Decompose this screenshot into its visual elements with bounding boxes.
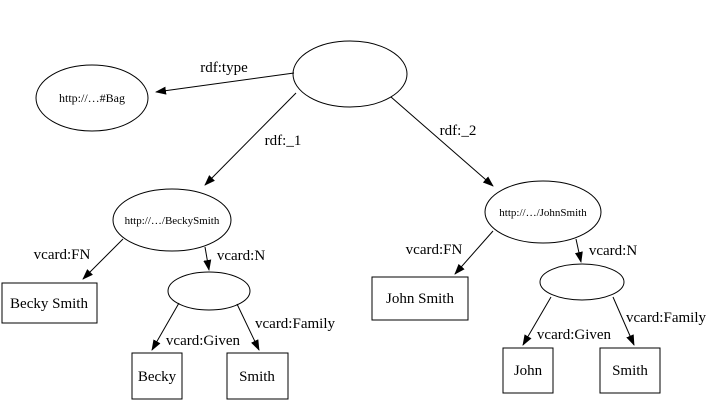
bag-node: [35, 64, 149, 132]
edge-john-vcard-n: [574, 238, 583, 263]
edge-label-john-vcard-given: vcard:Given: [537, 327, 612, 343]
literal-john-given-box: [502, 347, 554, 394]
edge-label-john-vcard-n: vcard:N: [589, 243, 637, 259]
becky-name-blank-node: [167, 271, 251, 311]
literal-becky-family-label: Smith: [239, 369, 275, 385]
edge-label-becky-vcard-family: vcard:Family: [255, 316, 335, 332]
becky-resource-node: [112, 188, 232, 252]
literal-becky-given-box: [131, 352, 183, 400]
literal-becky-given-label: Becky: [138, 369, 177, 385]
edge-label-rdf-2: rdf:_2: [440, 123, 477, 139]
john-resource-node: [484, 180, 602, 244]
edge-label-becky-vcard-fn: vcard:FN: [34, 247, 91, 263]
literal-becky-fn-box: [1, 282, 98, 324]
edge-john-vcard-fn: [454, 230, 494, 275]
literal-becky-family-box: [226, 352, 289, 400]
literal-becky-fn-label: Becky Smith: [10, 296, 88, 312]
edge-john-vcard-given: [522, 296, 552, 346]
edge-label-john-vcard-fn: vcard:FN: [406, 242, 463, 258]
becky-resource-label: http://…/BeckySmith: [125, 215, 220, 227]
edge-john-vcard-family: [612, 296, 635, 346]
edge-rdf-type: [155, 72, 295, 95]
literal-john-given-label: John: [514, 363, 543, 379]
edge-rdf-2: [390, 96, 494, 187]
edge-label-john-vcard-family: vcard:Family: [626, 310, 706, 326]
edge-label-rdf-type: rdf:type: [200, 60, 248, 76]
literal-john-family-box: [599, 347, 661, 394]
literal-john-family-label: Smith: [612, 363, 648, 379]
edge-label-becky-vcard-given: vcard:Given: [166, 333, 241, 349]
edge-becky-vcard-n: [203, 246, 212, 271]
john-resource-label: http://…/JohnSmith: [499, 207, 587, 219]
edge-becky-vcard-family: [236, 303, 260, 351]
john-name-blank-node: [539, 263, 625, 301]
literal-john-fn-box: [371, 276, 469, 321]
root-blank-node: [292, 40, 408, 108]
edge-becky-vcard-given: [151, 302, 180, 351]
edge-becky-vcard-fn: [82, 238, 124, 280]
edge-label-becky-vcard-n: vcard:N: [217, 248, 265, 264]
edge-label-rdf-1: rdf:_1: [265, 133, 302, 149]
bag-node-label: http://…#Bag: [59, 91, 125, 105]
literal-john-fn-label: John Smith: [386, 291, 454, 307]
edge-rdf-1: [204, 92, 297, 186]
